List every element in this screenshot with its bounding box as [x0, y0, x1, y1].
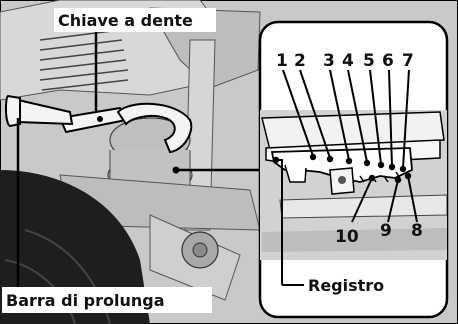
extension-label-box — [2, 287, 212, 313]
pin-spanner-wrench — [58, 102, 193, 154]
detail-inset: 1 2 3 4 5 6 7 8 9 10 Registro — [258, 20, 449, 319]
position-number-9: 9 — [380, 221, 392, 241]
position-number-3: 3 — [323, 51, 335, 71]
position-dots — [272, 153, 412, 184]
wrench-label: Chiave a dente — [58, 11, 193, 30]
extension-bar — [4, 94, 74, 128]
position-number-6: 6 — [382, 51, 394, 71]
wrench-label-box — [54, 8, 216, 32]
position-number-7: 7 — [402, 51, 414, 71]
detail-pointer-dot — [172, 166, 180, 174]
position-number-4: 4 — [342, 51, 354, 71]
position-number-5: 5 — [363, 51, 375, 71]
position-number-10: 10 — [335, 227, 359, 247]
position-number-8: 8 — [411, 221, 423, 241]
position-number-1: 1 — [276, 51, 288, 71]
position-number-2: 2 — [294, 51, 306, 71]
adjuster-label: Registro — [308, 276, 384, 295]
extension-bar-label: Barra di prolunga — [6, 291, 165, 310]
position-leader-lines — [276, 69, 418, 286]
leader-lines — [16, 32, 262, 290]
